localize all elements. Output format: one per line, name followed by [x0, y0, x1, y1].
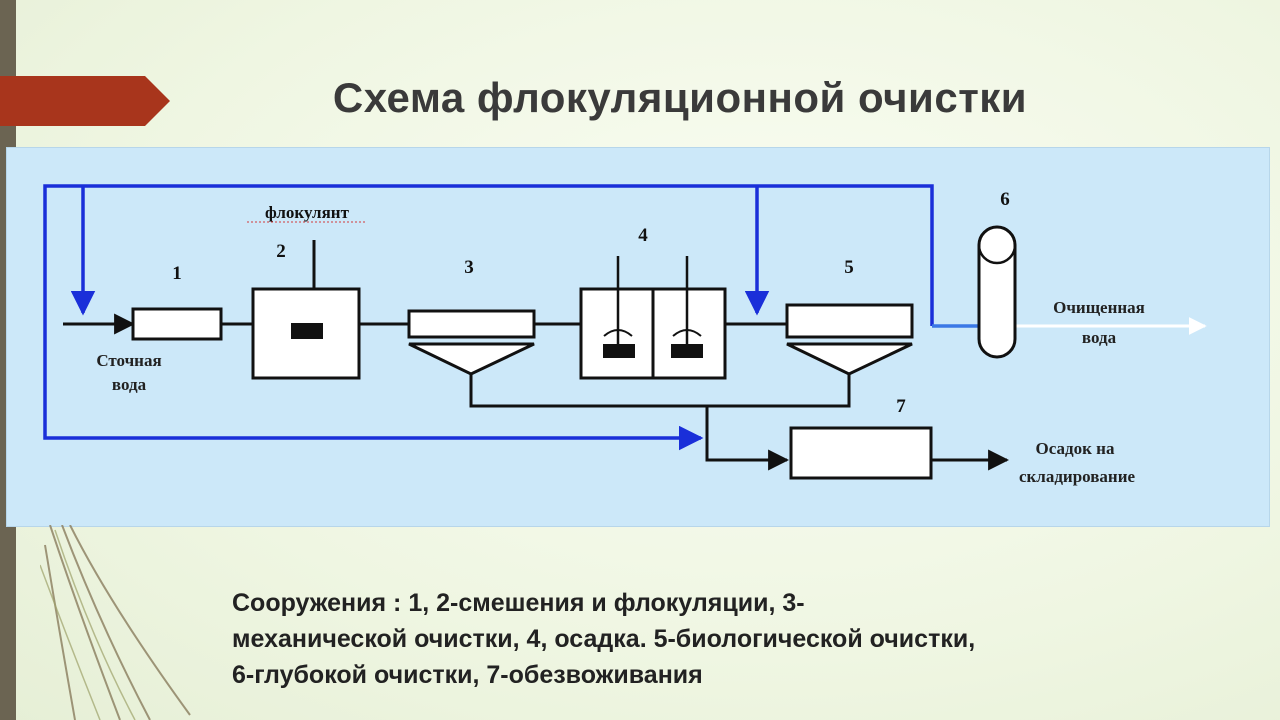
unit-number-2: 2 — [276, 241, 286, 262]
inlet-label-line1: Сточная — [96, 351, 161, 370]
caption-line-3: 6-глубокой очистки, 7-обезвоживания — [232, 661, 703, 689]
sludge-label-line2: складирование — [1019, 467, 1136, 486]
unit-6-deep-filter — [977, 225, 1017, 359]
caption-line-2: механической очистки, 4, осадка. 5-биоло… — [232, 625, 976, 653]
title-ribbon — [0, 76, 170, 126]
unit-5-secondary-clarifier — [785, 303, 914, 376]
unit-number-1: 1 — [172, 263, 182, 284]
unit-1-mixer — [131, 307, 223, 341]
unit-4-aeration-tank — [579, 256, 727, 380]
caption-line-1: Сооружения : 1, 2-смешения и флокуляции,… — [232, 589, 805, 617]
unit-2-mixer-block — [291, 323, 323, 339]
unit-number-4: 4 — [638, 225, 648, 246]
process-lines — [63, 240, 1010, 471]
slide-title: Схема флокуляционной очистки — [332, 74, 1028, 121]
recycle-lines — [43, 184, 979, 451]
decorative-grass — [40, 525, 191, 720]
unit-number-5: 5 — [844, 257, 854, 278]
sludge-collector — [469, 373, 851, 408]
flocculant-label: флокулянт — [265, 203, 350, 222]
outlet-label-line1: Очищенная — [1053, 298, 1145, 317]
sludge-label-line1: Осадок на — [1036, 439, 1115, 458]
unit-7-dewatering — [789, 426, 933, 480]
unit-number-3: 3 — [464, 257, 474, 278]
recycle-top-line — [43, 184, 934, 451]
flow-diagram-panel: 1 2 3 4 5 6 7 флокулянт Сточная вода Очи… — [6, 147, 1270, 527]
structures-caption: Сооружения : 1, 2-смешения и флокуляции,… — [232, 585, 1222, 693]
unit-3-clarifier — [407, 309, 536, 376]
outlet-label-line2: вода — [1082, 328, 1117, 347]
inlet-label-line2: вода — [112, 375, 147, 394]
unit-number-6: 6 — [1000, 189, 1010, 210]
flow-diagram: 1 2 3 4 5 6 7 флокулянт Сточная вода Очи… — [43, 184, 1207, 486]
unit-number-7: 7 — [896, 396, 906, 417]
